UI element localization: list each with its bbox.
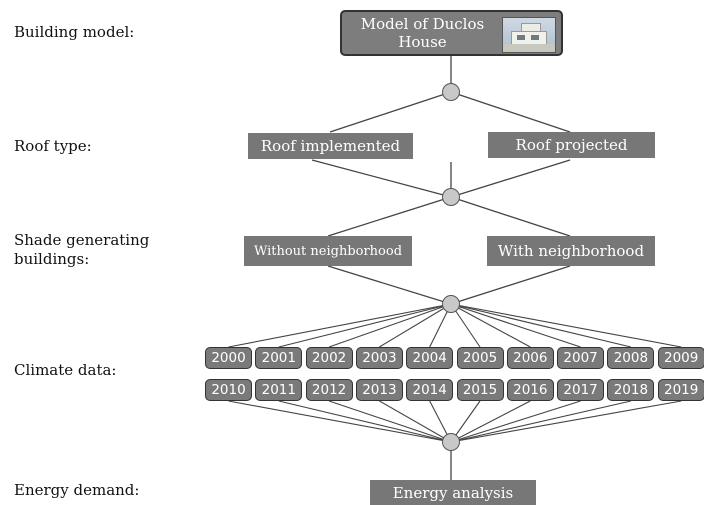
year-box-2012[interactable]: 2012 bbox=[305, 379, 353, 401]
label-roof-type: Roof type: bbox=[14, 137, 92, 155]
roof-implemented-box[interactable]: Roof implemented bbox=[248, 133, 413, 159]
year-box-2013[interactable]: 2013 bbox=[355, 379, 403, 401]
fan-line-bottom-7 bbox=[450, 400, 581, 443]
label-building-model: Building model: bbox=[14, 23, 135, 41]
year-box-2000[interactable]: 2000 bbox=[205, 347, 252, 369]
fan-line-top-7 bbox=[450, 303, 581, 348]
fan-line-top-0 bbox=[228, 303, 452, 348]
fan-lines-years-to-node4 bbox=[228, 400, 682, 443]
year-box-2010[interactable]: 2010 bbox=[205, 379, 252, 401]
year-box-2017[interactable]: 2017 bbox=[557, 379, 605, 401]
year-box-2016[interactable]: 2016 bbox=[506, 379, 554, 401]
model-title: Model of Duclos House bbox=[361, 15, 484, 51]
year-box-2009[interactable]: 2009 bbox=[657, 347, 704, 369]
fan-line-bottom-1 bbox=[278, 400, 452, 443]
label-shade-line-1: Shade generating bbox=[14, 231, 150, 249]
year-box-2003[interactable]: 2003 bbox=[355, 347, 403, 369]
label-climate-data: Climate data: bbox=[14, 361, 117, 379]
label-shade-line-2: buildings: bbox=[14, 250, 90, 268]
junction-node-model bbox=[442, 83, 460, 101]
line-node1-to-roof-projected bbox=[450, 91, 571, 133]
year-box-2007[interactable]: 2007 bbox=[557, 347, 605, 369]
roof-projected-box[interactable]: Roof projected bbox=[488, 132, 655, 158]
fan-line-top-6 bbox=[450, 303, 531, 348]
line-roof-implemented-to-node2 bbox=[311, 159, 452, 198]
line-node2-to-with bbox=[450, 196, 571, 237]
year-box-2011[interactable]: 2011 bbox=[255, 379, 303, 401]
fan-line-bottom-8 bbox=[450, 400, 632, 443]
label-energy-demand: Energy demand: bbox=[14, 481, 140, 499]
year-box-2004[interactable]: 2004 bbox=[406, 347, 454, 369]
line-node1-to-roof-implemented bbox=[329, 91, 452, 133]
line-roof-projected-to-node2 bbox=[450, 159, 571, 198]
fan-line-bottom-9 bbox=[450, 400, 682, 443]
without-neighborhood-box[interactable]: Without neighborhood bbox=[244, 236, 412, 266]
year-box-2018[interactable]: 2018 bbox=[607, 379, 655, 401]
year-box-2019[interactable]: 2019 bbox=[657, 379, 704, 401]
model-title-line-1: Model of Duclos bbox=[360, 15, 485, 33]
fan-line-top-3 bbox=[379, 303, 452, 348]
label-shade-generating-buildings: Shade generating buildings: bbox=[14, 231, 149, 269]
line-without-to-node3 bbox=[327, 265, 452, 305]
line-node2-to-without bbox=[327, 196, 452, 237]
energy-analysis-box[interactable]: Energy analysis bbox=[370, 480, 536, 505]
year-box-2015[interactable]: 2015 bbox=[456, 379, 504, 401]
year-box-2008[interactable]: 2008 bbox=[607, 347, 655, 369]
model-title-line-2: House bbox=[398, 33, 447, 51]
model-box[interactable]: Model of Duclos House bbox=[340, 10, 563, 56]
with-neighborhood-box[interactable]: With neighborhood bbox=[487, 236, 655, 266]
fan-line-bottom-3 bbox=[379, 400, 452, 443]
fan-line-bottom-6 bbox=[450, 400, 531, 443]
fan-line-top-9 bbox=[450, 303, 682, 348]
fan-lines-node3-to-years bbox=[228, 303, 682, 348]
junction-node-roof bbox=[442, 188, 460, 206]
year-box-2014[interactable]: 2014 bbox=[406, 379, 454, 401]
fan-line-bottom-0 bbox=[228, 400, 452, 443]
fan-line-bottom-2 bbox=[328, 400, 452, 443]
fan-line-top-8 bbox=[450, 303, 632, 348]
junction-node-shade bbox=[442, 295, 460, 313]
junction-node-climate bbox=[442, 433, 460, 451]
year-box-2006[interactable]: 2006 bbox=[506, 347, 554, 369]
year-box-2001[interactable]: 2001 bbox=[255, 347, 303, 369]
year-box-2005[interactable]: 2005 bbox=[456, 347, 504, 369]
line-with-to-node3 bbox=[450, 265, 571, 305]
house-thumbnail-icon bbox=[502, 17, 556, 53]
fan-line-top-1 bbox=[278, 303, 452, 348]
fan-line-top-2 bbox=[328, 303, 452, 348]
year-box-2002[interactable]: 2002 bbox=[305, 347, 353, 369]
